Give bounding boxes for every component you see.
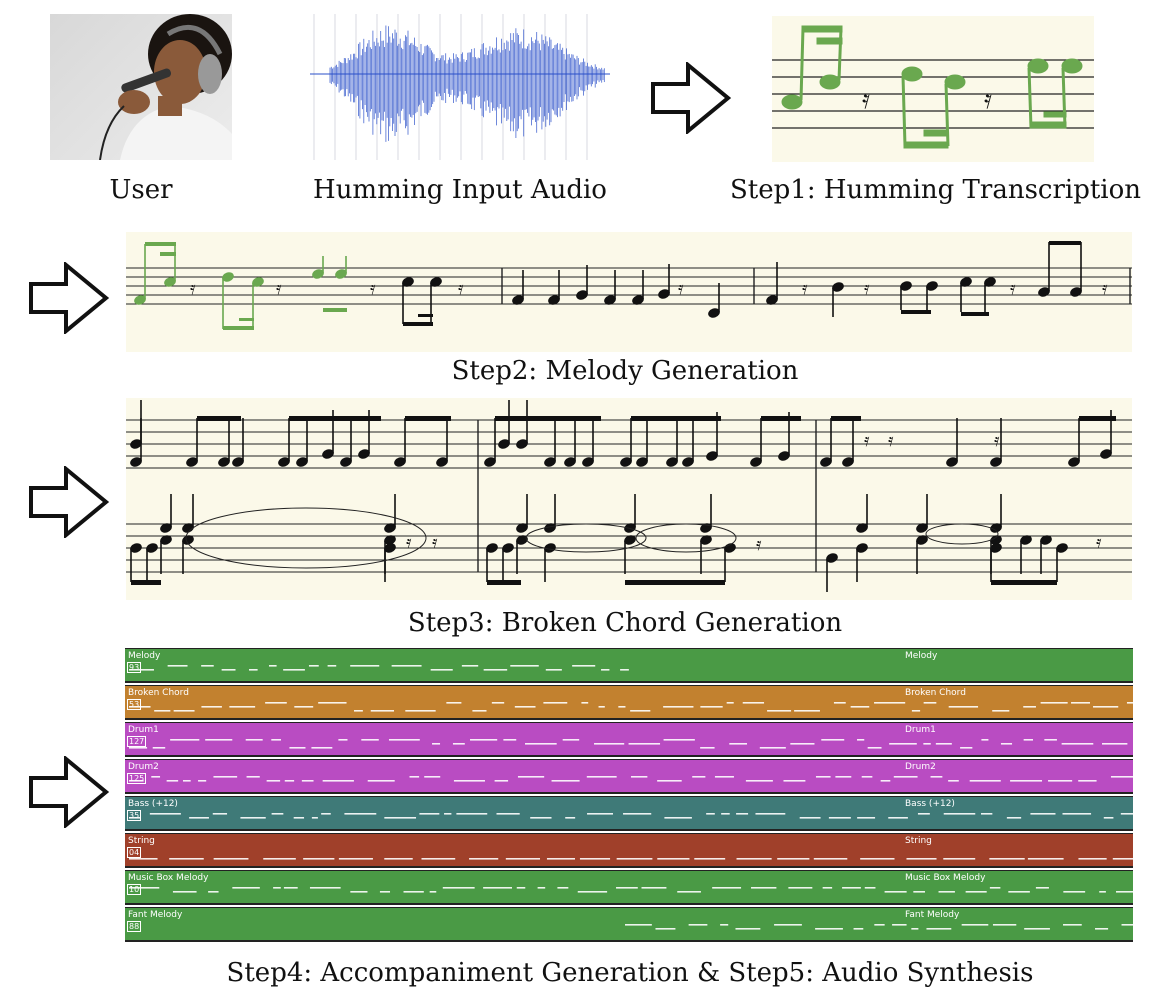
user-caption: User (109, 175, 173, 205)
track-lane: Broken Chord Broken Chord 53 (125, 685, 1133, 720)
track-number: 53 (127, 699, 142, 710)
step3-caption: Step3: Broken Chord Generation (407, 608, 843, 638)
track-number: 88 (127, 921, 142, 932)
step45-caption: Step4: Accompaniment Generation & Step5:… (226, 958, 1034, 988)
track-number: 04 (127, 847, 142, 858)
track-name: Fant Melody (128, 910, 183, 920)
svg-text:𝄿: 𝄿 (678, 278, 684, 299)
step2-caption: Step2: Melody Generation (451, 356, 799, 386)
track-name: Drum2 (905, 762, 936, 772)
svg-text:𝄿: 𝄿 (864, 430, 870, 451)
track-name: Broken Chord (128, 688, 189, 698)
track-number: 127 (127, 736, 147, 747)
svg-text:𝄿: 𝄿 (802, 278, 808, 299)
track-name: Melody (128, 651, 161, 661)
svg-text:𝄿: 𝄿 (756, 534, 762, 555)
track-name: String (128, 836, 155, 846)
track-number: 35 (127, 810, 142, 821)
humming-waveform (310, 14, 610, 160)
svg-text:𝄿: 𝄿 (276, 278, 282, 299)
svg-text:𝄿: 𝄿 (888, 430, 894, 451)
step1-caption: Step1: Humming Transcription (730, 175, 1142, 205)
svg-text:𝄿: 𝄿 (1010, 278, 1016, 299)
svg-text:𝄿: 𝄿 (984, 85, 992, 115)
track-name: Broken Chord (905, 688, 966, 698)
track-number: 10 (127, 884, 142, 895)
track-name: Music Box Melody (905, 873, 986, 883)
svg-text:𝄿: 𝄿 (190, 278, 196, 299)
track-number: 93 (127, 662, 142, 673)
humming-audio-caption: Humming Input Audio (313, 175, 607, 205)
svg-text:𝄿: 𝄿 (862, 85, 870, 115)
track-lane: Music Box Melody Music Box Melody 10 (125, 870, 1133, 905)
arrow-right-icon (651, 62, 732, 134)
track-name: String (905, 836, 932, 846)
svg-text:𝄿: 𝄿 (1102, 278, 1108, 299)
svg-text:𝄿: 𝄿 (864, 278, 870, 299)
svg-text:𝄿: 𝄿 (370, 278, 376, 299)
track-lane: Drum1 Drum1 127 (125, 722, 1133, 757)
track-name: Drum1 (128, 725, 159, 735)
track-name: Drum2 (128, 762, 159, 772)
track-lane: Fant Melody Fant Melody 88 (125, 907, 1133, 942)
transcription-sheet: 𝄿𝄿 (772, 16, 1094, 162)
track-lane: Bass (+12) Bass (+12) 35 (125, 796, 1133, 831)
track-lane: String String 04 (125, 833, 1133, 868)
user-photo (50, 14, 232, 160)
arrow-right-icon (29, 262, 110, 334)
svg-text:𝄿: 𝄿 (1096, 532, 1102, 553)
svg-text:𝄿: 𝄿 (406, 532, 412, 553)
svg-text:𝄿: 𝄿 (432, 532, 438, 553)
track-name: Bass (+12) (905, 799, 955, 809)
track-number: 125 (127, 773, 147, 784)
track-name: Drum1 (905, 725, 936, 735)
track-lane: Drum2 Drum2 125 (125, 759, 1133, 794)
arrow-right-icon (29, 466, 110, 538)
track-name: Fant Melody (905, 910, 960, 920)
broken-chord-sheet: 𝄿 𝄿 𝄿 𝄿 𝄿 𝄿 𝄿 (126, 398, 1132, 600)
svg-text:𝄿: 𝄿 (458, 278, 464, 299)
svg-text:𝄿: 𝄿 (994, 430, 1000, 451)
melody-sheet: 𝄿 𝄿 𝄿 𝄿 𝄿 𝄿 𝄿 𝄿 𝄿 (126, 232, 1132, 352)
track-lane: Melody Melody 93 (125, 648, 1133, 683)
arrow-right-icon (29, 756, 110, 828)
track-name: Music Box Melody (128, 873, 209, 883)
track-name: Melody (905, 651, 938, 661)
track-name: Bass (+12) (128, 799, 178, 809)
